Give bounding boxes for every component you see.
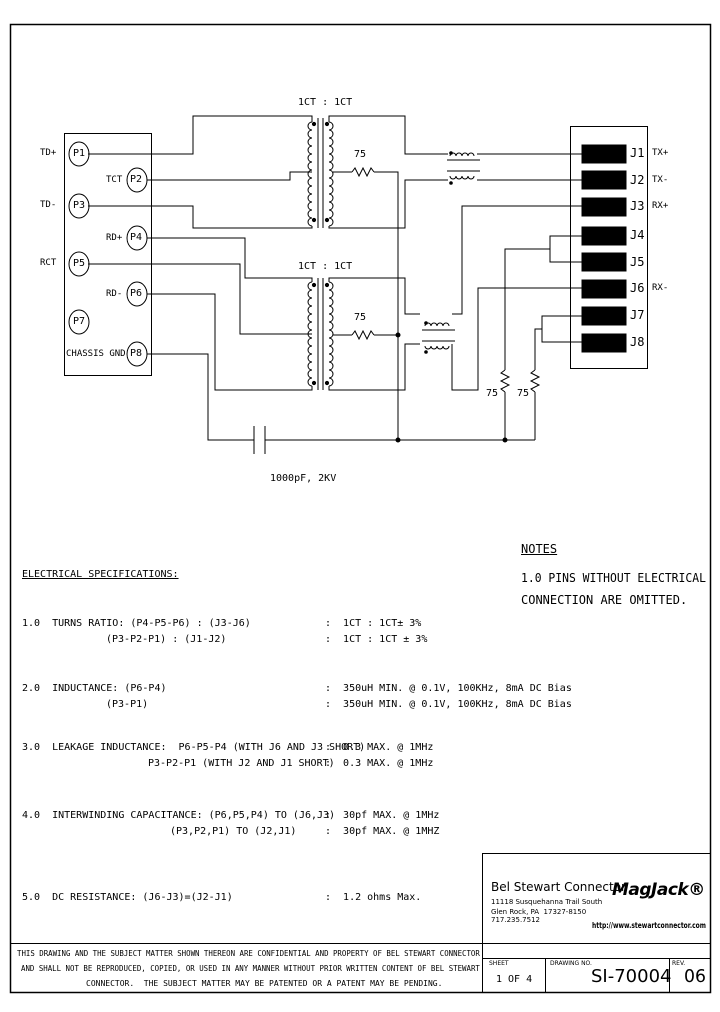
pin-p3-label: P3 xyxy=(73,200,86,211)
resistor-bottom-value: 75 xyxy=(354,312,367,323)
label-tx-plus: TX+ xyxy=(652,148,669,158)
left-connector-body xyxy=(64,133,152,376)
pin-p6-label: P6 xyxy=(130,288,143,299)
company-website: http://www.stewartconnector.com xyxy=(592,921,706,930)
notes-line-1: 1.0 PINS WITHOUT ELECTRICAL xyxy=(521,571,706,585)
resistor-bottom xyxy=(351,329,375,341)
spec-row-label: (P3-P1) xyxy=(106,699,149,710)
company-phone: 717.235.7512 xyxy=(491,916,540,924)
pin-p8-label: P8 xyxy=(130,348,143,359)
resistor-top-value: 75 xyxy=(354,149,367,160)
pin-j6-label: J6 xyxy=(630,281,645,295)
spec-row-value: : 350uH MIN. @ 0.1V, 100KHz, 8mA DC Bias xyxy=(325,683,572,694)
magjack-logo: MagJack® xyxy=(612,880,705,900)
transformer-top xyxy=(307,118,334,228)
transformer-bottom xyxy=(307,278,334,390)
sheet-border xyxy=(9,23,712,994)
company-address-1: 11118 Susquehanna Trail South xyxy=(491,898,603,906)
label-tct: TCT xyxy=(106,175,123,185)
capacitor-value: 1000pF, 2KV xyxy=(270,473,337,484)
pin-j1-pad xyxy=(581,144,627,164)
spec-row-value: : 1.2 ohms Max. xyxy=(325,892,422,903)
right-connector-body xyxy=(570,126,648,369)
spec-row-value: : 0.3 MAX. @ 1MHz xyxy=(325,742,434,753)
spec-row-label: 3.0 LEAKAGE INDUCTANCE: P6-P5-P4 (WITH J… xyxy=(22,742,366,753)
pin-p2-label: P2 xyxy=(130,174,143,185)
drawing-no-label: DRAWING NO. xyxy=(550,960,592,967)
resistor-top xyxy=(351,166,375,178)
spec-row-label: 4.0 INTERWINDING CAPACITANCE: (P6,P5,P4)… xyxy=(22,810,336,821)
confidential-line-2: AND SHALL NOT BE REPRODUCED, COPIED, OR … xyxy=(21,964,480,973)
confidential-line-3: CONNECTOR. THE SUBJECT MATTER MAY BE PAT… xyxy=(86,979,443,988)
label-rd-minus: RD- xyxy=(106,289,123,299)
confidential-line-1: THIS DRAWING AND THE SUBJECT MATTER SHOW… xyxy=(17,949,480,958)
spec-row-label: 1.0 TURNS RATIO: (P4-P5-P6) : (J3-J6) xyxy=(22,618,251,629)
drawing-number: SI-70004 xyxy=(591,966,672,987)
sheet-label: SHEET xyxy=(489,960,509,967)
pin-j8-label: J8 xyxy=(630,335,645,349)
pin-j2-pad xyxy=(581,170,627,190)
pin-p4-label: P4 xyxy=(130,232,143,243)
pin-j4-pad xyxy=(581,226,627,246)
pin-p1-label: P1 xyxy=(73,148,86,159)
resistor-right xyxy=(529,369,541,393)
pin-j7-pad xyxy=(581,306,627,326)
spec-row-label: (P3,P2,P1) TO (J2,J1) xyxy=(170,826,297,837)
pin-j3-label: J3 xyxy=(630,199,645,213)
pin-j2-label: J2 xyxy=(630,173,645,187)
spec-row-value: : 1CT : 1CT ± 3% xyxy=(325,634,428,645)
pin-p7-circle xyxy=(68,309,90,335)
spec-row-value: : 30pf MAX. @ 1MHZ xyxy=(325,826,440,837)
notes-line-2: CONNECTION ARE OMITTED. xyxy=(521,593,688,607)
pin-j1-label: J1 xyxy=(630,146,645,160)
label-td-plus: TD+ xyxy=(40,148,57,158)
pin-j5-label: J5 xyxy=(630,255,645,269)
pin-j7-label: J7 xyxy=(630,308,645,322)
rev-label: REV. xyxy=(672,960,686,967)
pin-p5-label: P5 xyxy=(73,258,86,269)
pin-j5-pad xyxy=(581,252,627,272)
spec-row-label: P3-P2-P1 (WITH J2 AND J1 SHORT) xyxy=(148,758,335,769)
pin-j4-label: J4 xyxy=(630,228,645,242)
pin-j8-pad xyxy=(581,333,627,353)
company-name: Bel Stewart Connector xyxy=(491,880,626,894)
pin-j3-pad xyxy=(581,197,627,217)
company-address-2: Glen Rock, PA 17327-8150 xyxy=(491,908,587,916)
label-tx-minus: TX- xyxy=(652,175,669,185)
transformer-bottom-ratio: 1CT : 1CT xyxy=(298,261,353,272)
spec-row-value: : 0.3 MAX. @ 1MHz xyxy=(325,758,434,769)
spec-row-value: : 350uH MIN. @ 0.1V, 100KHz, 8mA DC Bias xyxy=(325,699,572,710)
pin-p7-label: P7 xyxy=(73,316,86,327)
spec-row-label: (P3-P2-P1) : (J1-J2) xyxy=(106,634,227,645)
spec-row-label: 2.0 INDUCTANCE: (P6-P4) xyxy=(22,683,167,694)
resistor-left-value: 75 xyxy=(486,388,499,399)
resistor-right-value: 75 xyxy=(517,388,530,399)
notes-title: NOTES xyxy=(521,542,558,556)
label-rx-plus: RX+ xyxy=(652,201,669,211)
label-td-minus: TD- xyxy=(40,200,57,210)
label-rct: RCT xyxy=(40,258,57,268)
spec-row-label: 5.0 DC RESISTANCE: (J6-J3)=(J2-J1) xyxy=(22,892,233,903)
label-chassis-gnd: CHASSIS GND xyxy=(66,349,126,359)
resistor-left xyxy=(499,369,511,393)
sheet-value: 1 OF 4 xyxy=(496,974,533,985)
choke-top xyxy=(447,151,480,185)
spec-row-value: : 1CT : 1CT± 3% xyxy=(325,618,422,629)
revision-number: 06 xyxy=(684,966,706,987)
spec-row-value: : 30pf MAX. @ 1MHz xyxy=(325,810,440,821)
pin-j6-pad xyxy=(581,279,627,299)
choke-bottom xyxy=(422,321,455,354)
label-rd-plus: RD+ xyxy=(106,233,123,243)
specs-title: ELECTRICAL SPECIFICATIONS: xyxy=(22,569,179,580)
transformer-top-ratio: 1CT : 1CT xyxy=(298,97,353,108)
label-rx-minus: RX- xyxy=(652,283,669,293)
